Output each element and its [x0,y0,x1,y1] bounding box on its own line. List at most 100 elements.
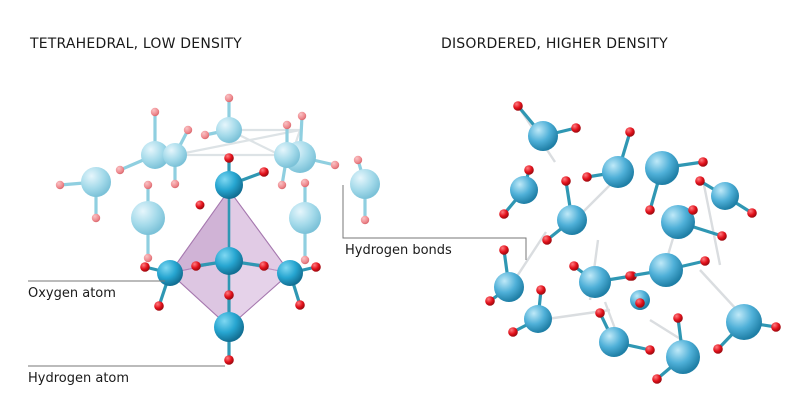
hydrogen-bond [701,179,722,266]
hydrogen-atom [485,296,495,306]
hydrogen-atom [311,262,321,272]
water-molecule [625,253,710,287]
left-panel-title: TETRAHEDRAL, LOW DENSITY [29,36,242,52]
hydrogen-atom [595,308,605,318]
hydrogen-atom [353,155,363,165]
oxygen-atom [216,117,242,143]
water-molecule [277,260,321,310]
hydrogen-atom [688,205,698,215]
hydrogen-atom [330,160,340,170]
oxygen-atom [215,247,243,275]
water-molecule [661,205,727,241]
water-molecule [652,313,700,384]
oxygen-atom [215,171,243,199]
hydrogen-atom [542,235,552,245]
oxygen-atom [350,169,380,199]
hydrogen-atom [698,157,708,167]
water-molecule [274,120,300,190]
water-molecule [163,125,193,189]
hydrogen-atom [224,290,234,300]
oxygen-atom [645,151,679,185]
water-molecule [200,93,242,143]
hydrogen-atom [625,271,635,281]
hydrogen-atom [191,261,201,271]
water-molecule [645,151,708,215]
hydrogen-atom [499,209,509,219]
oxygen-atom-callout: Oxygen atom [28,280,165,301]
oxygen-atom [661,205,695,239]
hydrogen-atom [569,261,579,271]
oxygen-atom [157,260,183,286]
hydrogen-atom [143,253,153,263]
oxygen-atom [726,304,762,340]
hydrogen-atom [300,255,310,265]
water-molecule [115,107,169,175]
oxygen-atom [289,202,321,234]
water-molecule [582,127,635,188]
water-molecule [140,260,183,311]
hydrogen-bonds-callout: Hydrogen bonds [342,185,527,260]
oxygen-atom [602,156,634,188]
water-molecule [713,304,781,354]
oxygen-atom [510,176,538,204]
oxygen-atom [557,205,587,235]
oxygen-atom [494,272,524,302]
oxygen-atom [214,312,244,342]
oxygen-atom [711,182,739,210]
hydrogen-atom [183,125,193,135]
hydrogen-atom-callout: Hydrogen atom [28,365,225,386]
hydrogen-atom [645,205,655,215]
hydrogen-atom [635,298,645,308]
hydrogen-atom [300,178,310,188]
ice-lattice-background [55,93,380,265]
hydrogen-atom-label: Hydrogen atom [28,371,129,386]
hydrogen-atom [360,215,370,225]
hydrogen-atom [143,180,153,190]
oxygen-atom [666,340,700,374]
hydrogen-atom [695,176,705,186]
oxygen-atom [81,167,111,197]
hydrogen-atom [200,130,210,140]
hydrogen-atom [582,172,592,182]
hydrogen-atom [713,344,723,354]
water-molecule [508,285,552,337]
hydrogen-atom [645,345,655,355]
oxygen-atom [524,305,552,333]
hydrogen-atom [170,179,180,189]
water-molecule [131,180,165,263]
water-molecule [55,167,111,223]
oxygen-atom [649,253,683,287]
hydrogen-atom [771,322,781,332]
water-molecule [350,155,380,225]
water-molecule [542,176,587,245]
hydrogen-atom [717,231,727,241]
oxygen-atom [141,141,169,169]
hydrogen-atom [115,165,125,175]
water-molecule [499,165,538,219]
water-molecule [595,308,655,357]
hydrogen-atom [154,301,164,311]
hydrogen-atom [571,123,581,133]
hydrogen-atom [150,107,160,117]
hydrogen-atom [55,180,65,190]
hydrogen-atom [195,200,205,210]
oxygen-atom [277,260,303,286]
oxygen-atom [274,142,300,168]
oxygen-atom [528,121,558,151]
water-molecule [214,290,244,365]
water-molecule [289,178,321,265]
water-molecule [630,290,650,310]
hydrogen-atom [295,300,305,310]
water-molecule [485,245,524,306]
oxygen-atom [599,327,629,357]
hydrogen-atom [277,180,287,190]
hydrogen-bonds-label: Hydrogen bonds [345,243,452,258]
water-molecule [191,247,269,275]
hydrogen-atom [224,153,234,163]
hydrogen-atom [499,245,509,255]
water-molecule [569,261,637,298]
hydrogen-atom [536,285,546,295]
water-molecule [513,101,581,151]
oxygen-atom [131,201,165,235]
